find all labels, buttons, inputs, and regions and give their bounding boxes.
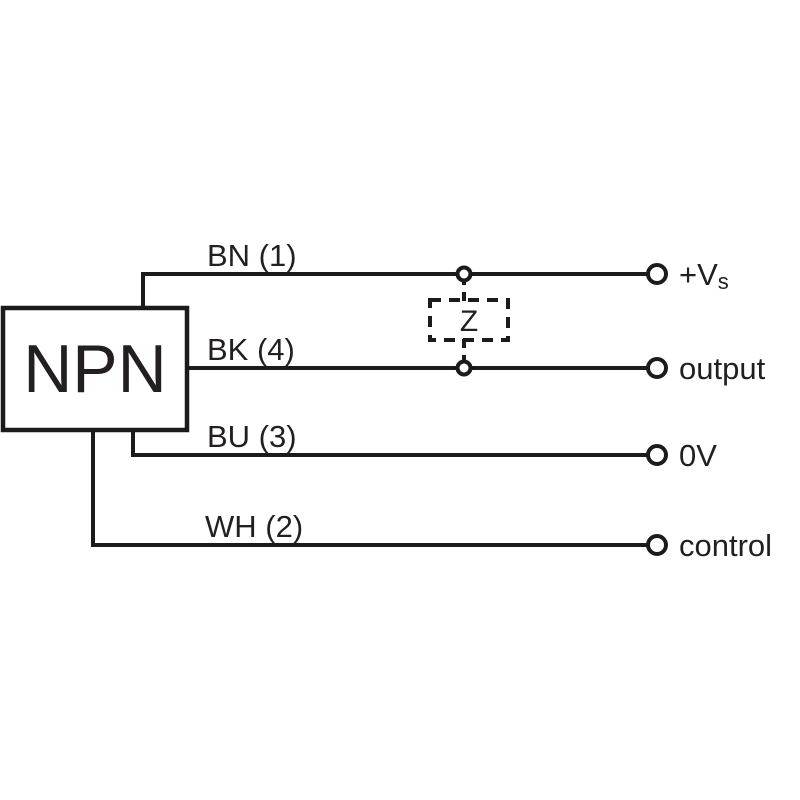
terminal-label-0v: 0V bbox=[679, 438, 717, 473]
terminal-label-vs-main: +V bbox=[679, 257, 718, 292]
terminal-circle-output[interactable] bbox=[646, 357, 668, 379]
z-component-box bbox=[428, 298, 510, 342]
wire-label-bk: BK (4) bbox=[207, 332, 295, 367]
terminal-label-control: control bbox=[679, 528, 772, 563]
terminal-circle-vs[interactable] bbox=[646, 263, 668, 285]
terminal-label-vs: +Vs bbox=[679, 257, 729, 294]
wire-bn-path bbox=[141, 272, 648, 308]
wire-label-wh: WH (2) bbox=[205, 509, 303, 544]
npn-device-label: NPN bbox=[23, 331, 167, 407]
wire-label-bn: BN (1) bbox=[207, 238, 297, 273]
wire-wh-path bbox=[91, 430, 648, 547]
terminal-label-output: output bbox=[679, 351, 766, 386]
z-component-label: Z bbox=[460, 305, 478, 338]
junction-dot-bk bbox=[455, 359, 473, 377]
wire-bu-path bbox=[131, 430, 648, 457]
junction-dot-bn bbox=[455, 265, 473, 283]
wire-label-bu: BU (3) bbox=[207, 419, 297, 454]
terminal-circle-0v[interactable] bbox=[646, 444, 668, 466]
npn-device-box bbox=[0, 305, 190, 433]
terminal-label-vs-subscript: s bbox=[718, 269, 729, 294]
terminal-circle-control[interactable] bbox=[646, 534, 668, 556]
